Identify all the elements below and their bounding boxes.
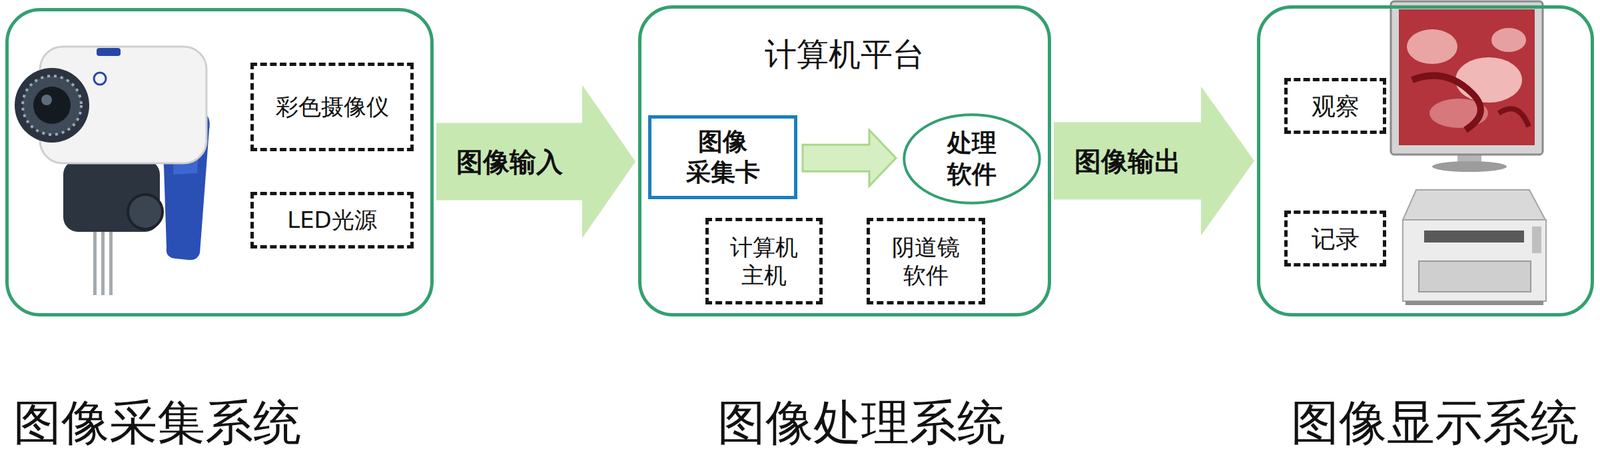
printer-part — [1424, 230, 1525, 243]
box-label: 记录 — [1311, 223, 1360, 254]
colposcope-camera-part — [22, 75, 82, 135]
colposcope-camera-part — [109, 229, 113, 296]
ellipse-shape — [903, 114, 1040, 204]
software-ellipse: 处理 软件 — [901, 111, 1043, 206]
printer-part — [1402, 219, 1547, 302]
component-box: 计算机 主机 — [705, 217, 823, 305]
component-box: 观察 — [1284, 77, 1387, 134]
box-label: 阴道镜 软件 — [891, 233, 960, 290]
colposcope-camera-part — [96, 47, 121, 56]
capture-card-box: 图像 采集卡 — [648, 115, 798, 200]
monitor-part — [1390, 1, 1543, 155]
system-panel: 计算机平台图像处理系统图像 采集卡处理 软件计算机 主机阴道镜 软件 — [638, 5, 1052, 317]
colposcope-camera-part — [93, 229, 97, 296]
arrow-label: 图像输出 — [1074, 145, 1182, 178]
box-label: 图像 采集卡 — [686, 126, 761, 189]
ellipse-outline — [901, 111, 1043, 206]
system-caption: 图像采集系统 — [13, 398, 302, 447]
box-label: 观察 — [1311, 91, 1360, 122]
colposcope-camera-part — [41, 94, 52, 106]
system-panel: 图像显示系统观察记录 — [1256, 5, 1595, 317]
monitor — [1390, 1, 1543, 172]
monitor-part — [1498, 108, 1529, 127]
colposcope-camera — [14, 46, 210, 296]
printer-part — [1532, 226, 1542, 254]
box-label: 计算机 主机 — [730, 233, 799, 290]
colposcope-camera-part — [93, 72, 106, 85]
box-label: LED光源 — [287, 205, 378, 235]
monitor-part — [1491, 27, 1527, 52]
flow-arrow — [802, 129, 896, 186]
colposcope-camera-part — [14, 67, 90, 143]
monitor-part — [1432, 161, 1507, 172]
component-box: 阴道镜 软件 — [866, 217, 986, 305]
panel-title: 计算机平台 — [641, 35, 1048, 74]
colposcope-camera-part — [101, 229, 105, 296]
colposcope-camera-part — [33, 86, 71, 124]
arrow-label: 图像输入 — [456, 145, 563, 178]
monitor-part — [1398, 9, 1535, 146]
system-panel: 图像采集系统彩色摄像仪LED光源 — [5, 7, 434, 317]
monitor-part — [1406, 29, 1458, 64]
printer-part — [1405, 301, 1544, 306]
component-box: LED光源 — [250, 191, 414, 249]
component-box: 彩色摄像仪 — [250, 62, 414, 152]
flow-arrow — [1053, 86, 1255, 236]
box-label: 彩色摄像仪 — [275, 92, 390, 122]
printer-part — [1402, 189, 1546, 220]
monitor-part — [1455, 57, 1523, 103]
printer-part — [1418, 261, 1531, 292]
system-caption: 图像处理系统 — [717, 398, 1006, 447]
colposcope-camera-part — [127, 194, 163, 230]
flow-arrow — [436, 85, 636, 239]
monitor-part — [1412, 75, 1481, 130]
system-caption: 图像显示系统 — [1290, 398, 1579, 447]
component-box: 记录 — [1284, 210, 1387, 267]
printer — [1402, 189, 1547, 306]
box-label: 处理 软件 — [947, 127, 997, 190]
